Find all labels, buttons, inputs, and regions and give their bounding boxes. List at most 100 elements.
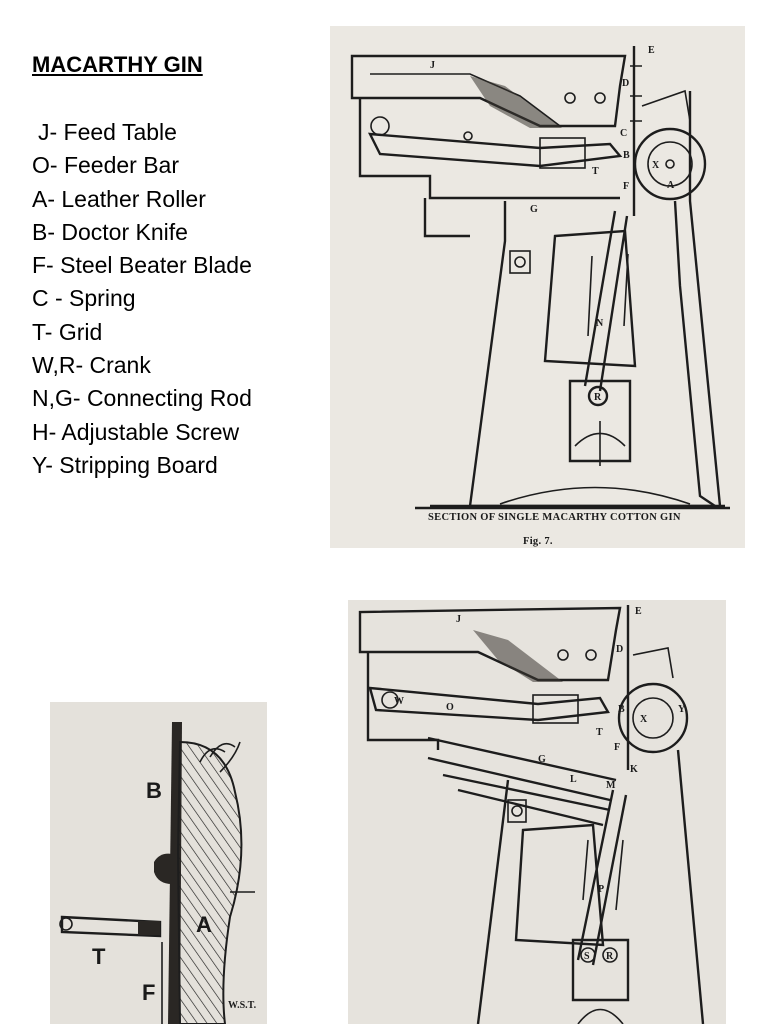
lower-cradle: [568, 379, 632, 463]
label-x: X: [640, 714, 648, 725]
grid-bar-end: [59, 917, 73, 931]
knife-tip: [154, 853, 172, 884]
page-title: MACARTHY GIN: [32, 52, 203, 77]
bolt: [585, 649, 597, 661]
support-column: [676, 749, 705, 1024]
feeder-bar: [367, 132, 623, 168]
label-s: S: [584, 951, 590, 962]
crank-s: [580, 947, 596, 963]
gin-variant-drawing: E J D W O B X Y T F G L K M P S R: [358, 605, 705, 1024]
legend-item: A- Leather Roller: [32, 185, 206, 212]
label-o: O: [446, 702, 454, 713]
crank-w: [381, 691, 399, 709]
bracket: [509, 250, 531, 274]
label-y: Y: [678, 704, 686, 715]
leather-roller-section: [176, 740, 243, 1024]
leather-roller-inner: [632, 697, 674, 739]
grid-block: [532, 694, 579, 724]
cotton-tufts: [199, 741, 241, 773]
label-r: R: [594, 392, 602, 403]
connecting-rod: [583, 210, 617, 387]
legend-item: N,G- Connecting Rod: [32, 385, 252, 412]
wood-grain: [470, 76, 562, 128]
knife-roller-detail-figure: B A T F W.S.T.: [50, 702, 267, 1024]
legend-item: O- Feeder Bar: [32, 152, 179, 179]
illustrator-signature: W.S.T.: [228, 1000, 257, 1011]
label-b: B: [623, 150, 630, 161]
label-g: G: [530, 204, 538, 215]
connecting-rod-edge: [598, 215, 629, 392]
legend-item: F- Steel Beater Blade: [32, 252, 252, 279]
roller-axle: [665, 159, 675, 169]
legend-item: C - Spring: [32, 285, 136, 312]
label-j: J: [430, 60, 435, 71]
label-f: F: [623, 181, 629, 192]
label-a: A: [196, 912, 212, 937]
label-b: B: [618, 704, 625, 715]
connecting-lever-l: [442, 773, 611, 827]
label-k: K: [630, 764, 638, 775]
bolt: [557, 649, 569, 661]
legend-item: B- Doctor Knife: [32, 218, 188, 245]
frame-upper: [358, 98, 620, 200]
gin-variant-figure: E J D W O B X Y T F G L K M P S R: [348, 600, 726, 1024]
label-m: M: [606, 780, 616, 791]
label-r: R: [606, 951, 614, 962]
label-e: E: [648, 45, 655, 56]
figure-caption: SECTION OF SINGLE MACARTHY COTTON GIN: [428, 512, 681, 523]
legend-item: Y- Stripping Board: [32, 451, 218, 478]
legend-item: H- Adjustable Screw: [32, 418, 240, 445]
frame-window: [543, 229, 637, 368]
legend-item: W,R- Crank: [32, 352, 151, 379]
label-l: L: [570, 774, 577, 785]
gin-section-drawing: E J D C B X A F T G N R SECTION OF SINGL…: [350, 45, 730, 547]
frame-upper: [366, 652, 440, 750]
leather-roller: [617, 682, 689, 754]
casting-lip: [423, 198, 470, 238]
spring-arm: [632, 647, 674, 679]
label-x: X: [652, 160, 660, 171]
label-t: T: [596, 727, 603, 738]
knife-clamps: [630, 65, 642, 122]
support-column-outer: [688, 91, 722, 507]
frame-window: [514, 823, 605, 947]
bracket: [507, 799, 527, 823]
label-t: T: [92, 944, 106, 969]
bolt: [463, 131, 473, 141]
base-arch: [499, 486, 691, 505]
feed-table-housing: [350, 54, 627, 128]
label-d: D: [622, 78, 629, 89]
label-e: E: [635, 606, 642, 617]
label-f: F: [614, 742, 620, 753]
parts-legend: J- Feed Table O- Feeder Bar A- Leather R…: [32, 116, 252, 482]
label-w: W: [394, 696, 404, 707]
support-column: [673, 200, 716, 507]
label-p: P: [598, 884, 604, 895]
wood-grain: [473, 630, 563, 682]
figure-number: Fig. 7.: [523, 536, 553, 547]
connecting-rod: [576, 789, 628, 966]
label-n: N: [596, 318, 604, 329]
label-b: B: [146, 778, 162, 803]
label-c: C: [620, 128, 627, 139]
label-f: F: [142, 980, 155, 1005]
bracket-bolt: [511, 805, 523, 817]
feeder-bar: [368, 686, 610, 722]
spring-arm: [641, 89, 691, 122]
crank-w: [370, 116, 390, 136]
label-g: G: [538, 754, 546, 765]
label-t: T: [592, 166, 599, 177]
cradle-arc: [577, 1008, 624, 1024]
label-a: A: [667, 180, 675, 191]
grid-bar-cap: [138, 921, 160, 935]
legend-item: J- Feed Table: [38, 119, 177, 145]
knife-roller-detail-drawing: B A T F W.S.T.: [59, 722, 257, 1024]
label-j: J: [456, 614, 461, 625]
lower-cradle: [571, 938, 630, 1002]
crank-r: [602, 947, 618, 963]
bracket-bolt: [514, 256, 526, 268]
adjusting-screws: [587, 253, 629, 337]
adjusting-screws: [582, 839, 624, 911]
gin-section-figure: E J D C B X A F T G N R SECTION OF SINGL…: [330, 26, 745, 548]
